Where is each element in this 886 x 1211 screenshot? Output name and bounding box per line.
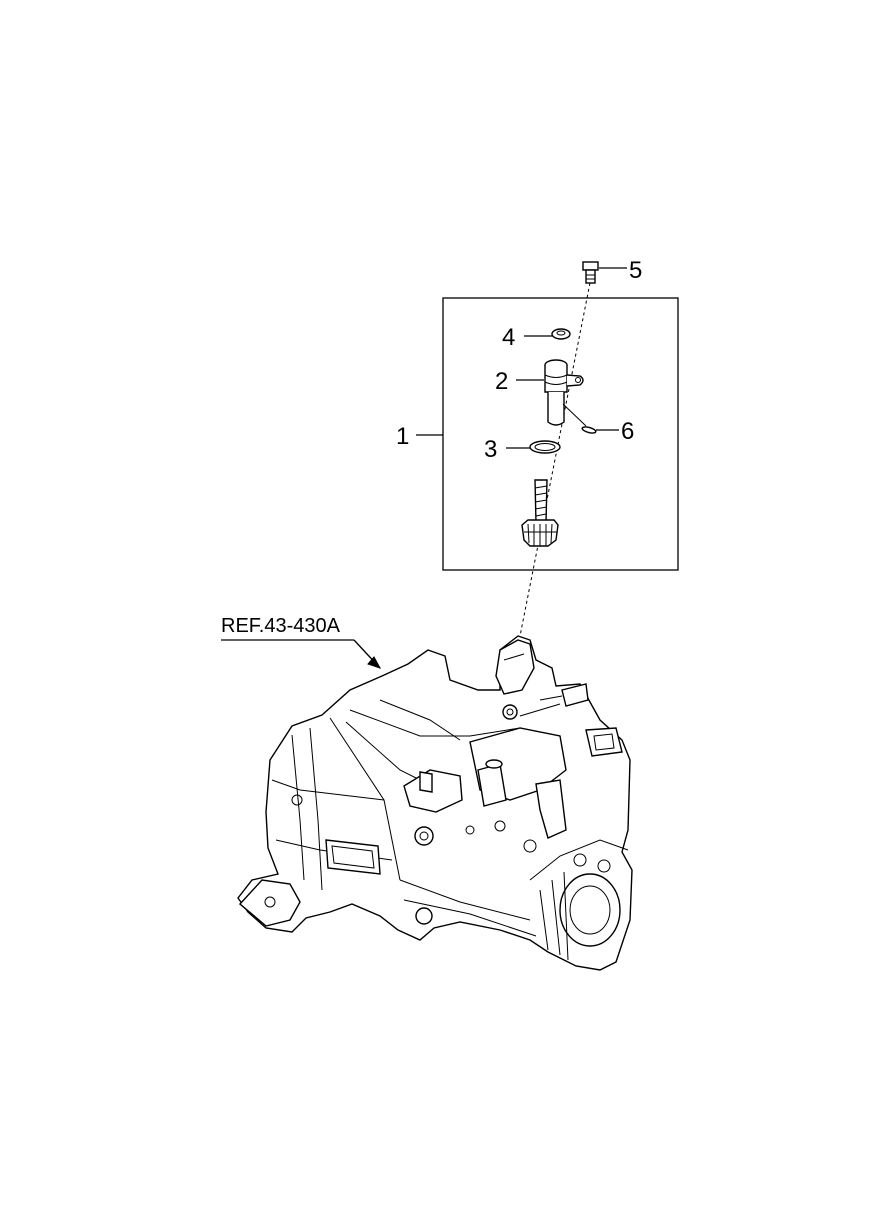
sensor-body-part[interactable] bbox=[544, 359, 584, 426]
assembly-box bbox=[442, 297, 679, 571]
callout-1-label: 1 bbox=[396, 423, 409, 450]
transmission-housing bbox=[237, 635, 633, 971]
callout-5-label: 5 bbox=[629, 257, 642, 284]
callout-6-label: 6 bbox=[621, 418, 634, 445]
reference-callout[interactable]: REF.43-430A bbox=[221, 615, 382, 669]
callout-3[interactable]: 3 bbox=[484, 436, 530, 463]
o-ring-lower-part[interactable] bbox=[529, 440, 561, 454]
seal-ring-part[interactable] bbox=[551, 328, 571, 340]
bolt-part[interactable] bbox=[582, 261, 599, 284]
callout-5[interactable]: 5 bbox=[599, 257, 642, 284]
callout-2[interactable]: 2 bbox=[495, 368, 544, 395]
callout-2-label: 2 bbox=[495, 368, 508, 395]
callout-1[interactable]: 1 bbox=[396, 423, 443, 450]
reference-label: REF.43-430A bbox=[221, 615, 341, 637]
callout-4[interactable]: 4 bbox=[502, 324, 552, 351]
callout-4-label: 4 bbox=[502, 324, 515, 351]
o-ring-small-part[interactable] bbox=[562, 403, 597, 434]
callout-3-label: 3 bbox=[484, 436, 497, 463]
callout-6[interactable]: 6 bbox=[596, 418, 634, 445]
driven-gear-part bbox=[521, 479, 559, 547]
